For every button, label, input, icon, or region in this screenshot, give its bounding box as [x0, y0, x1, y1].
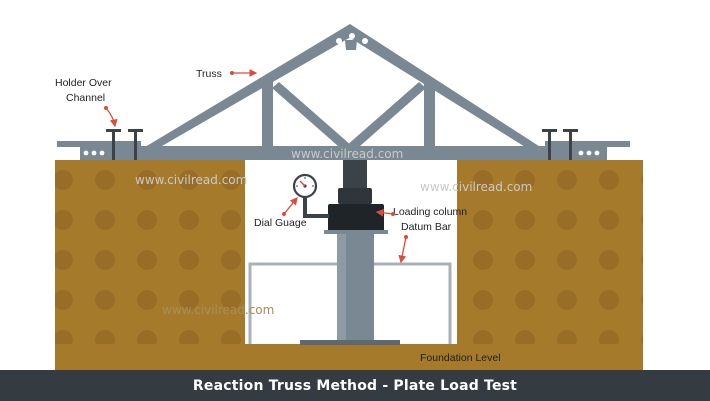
soil-left [55, 160, 245, 370]
watermark-3: www.civilread.com [420, 180, 532, 194]
channel-right [542, 129, 630, 160]
channel-left [57, 129, 143, 160]
truss [140, 24, 545, 160]
label-truss: Truss [196, 68, 222, 80]
leader-arrows [104, 69, 408, 264]
watermark-4: www.civilread.com [162, 303, 274, 317]
label-loading-column: Loading column [393, 206, 467, 218]
watermark-1: www.civilread.com [291, 147, 403, 161]
pit-floor-soil [55, 344, 643, 370]
label-datum-bar: Datum Bar [401, 221, 452, 233]
label-channel: Channel [66, 92, 105, 104]
test-plate [300, 340, 400, 345]
dial-gauge [292, 173, 329, 218]
watermark-2: www.civilread.com [135, 173, 247, 187]
soil-right [457, 160, 643, 370]
caption-bar: Reaction Truss Method - Plate Load Test [0, 370, 710, 401]
apex-bolts [336, 33, 368, 44]
caption-title: Reaction Truss Method - Plate Load Test [192, 377, 518, 394]
hydraulic-jack [324, 160, 388, 234]
label-foundation-level: Foundation Level [420, 352, 501, 364]
label-holder: Holder Over [55, 77, 112, 89]
loading-column [337, 234, 374, 340]
label-dial-gauge: Dial Guage [254, 217, 307, 229]
